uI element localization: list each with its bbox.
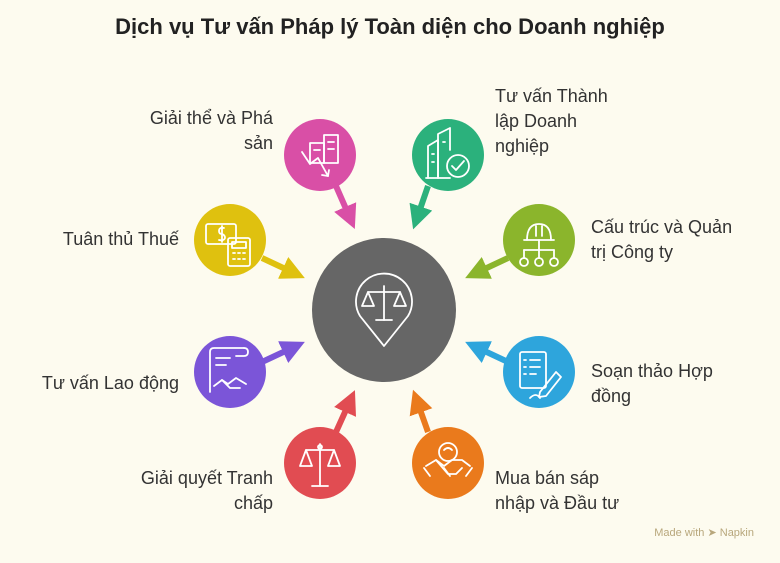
deal-handshake-icon: [423, 442, 473, 477]
arrow-dissolution: [333, 184, 357, 229]
arrow-governance: [465, 255, 510, 279]
label-labor: Tư vấn Lao động: [41, 373, 179, 393]
node-ma: [412, 427, 484, 499]
legal-scale-pin-icon: [355, 272, 413, 347]
center-node: [312, 238, 456, 382]
node-tax: [194, 204, 266, 276]
node-dissolution: [284, 119, 356, 191]
declining-building-icon: [301, 134, 339, 177]
arrow-establishment: [409, 185, 433, 230]
node-contracts: [503, 336, 575, 408]
money-calculator-icon: [205, 223, 251, 267]
page-title: Dịch vụ Tư vấn Pháp lý Toàn diện cho Doa…: [115, 14, 665, 39]
arrow-contracts: [465, 341, 510, 365]
contract-handshake-icon: [209, 347, 249, 393]
label-tax: Tuân thủ Thuế: [62, 229, 179, 249]
arrow-ma: [409, 389, 433, 434]
arrow-labor: [260, 341, 305, 365]
node-labor: [194, 336, 266, 408]
arrow-tax: [260, 255, 305, 279]
node-establishment: [412, 119, 484, 191]
node-disputes: [284, 427, 356, 499]
building-check-icon: [425, 127, 470, 179]
scales-of-justice-icon: [299, 443, 341, 487]
org-structure-hardhat-icon: [519, 223, 559, 267]
napkin-watermark: Made with ➤ Napkin: [654, 527, 754, 539]
arrow-disputes: [333, 390, 356, 434]
document-signing-icon: [519, 351, 562, 399]
node-governance: [503, 204, 575, 276]
